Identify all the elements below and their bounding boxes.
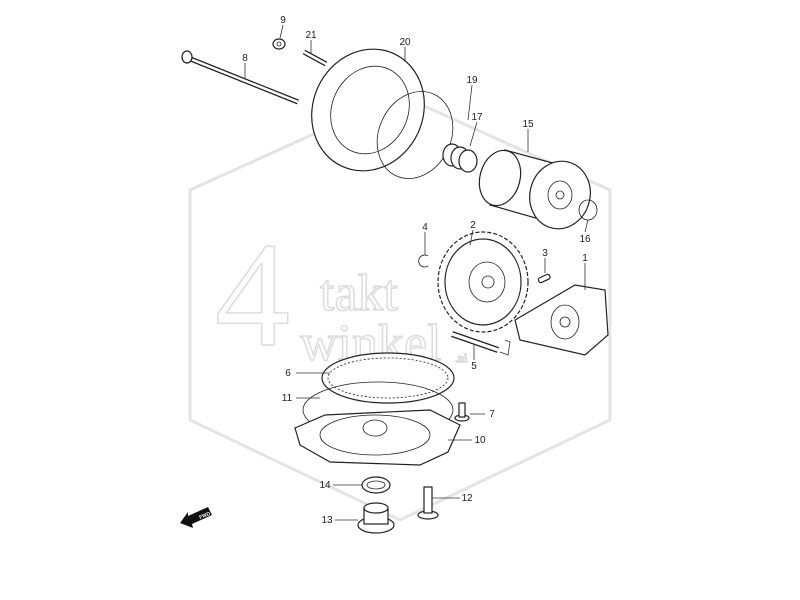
callout-4: 4	[422, 222, 428, 233]
part-2-gear[interactable]	[437, 231, 529, 333]
callout-5: 5	[471, 361, 477, 372]
callout-7: 7	[489, 409, 495, 420]
callout-16: 16	[579, 234, 591, 245]
callout-8: 8	[242, 53, 248, 64]
part-5-bolt[interactable]	[451, 331, 511, 356]
callout-10: 10	[474, 435, 486, 446]
watermark-takt: takt	[320, 265, 399, 322]
callout-3: 3	[542, 248, 548, 259]
callout-1: 1	[582, 253, 588, 264]
part-13-drain-plug[interactable]	[357, 502, 395, 534]
callout-12: 12	[461, 493, 473, 504]
part-17-spring[interactable]	[442, 143, 478, 173]
leader-lines	[244, 24, 589, 521]
part-20-cover[interactable]	[292, 31, 444, 190]
part-3-pin[interactable]	[537, 273, 551, 284]
part-8-bolt[interactable]	[181, 50, 299, 105]
part-7-screw[interactable]	[454, 402, 470, 422]
callout-19: 19	[466, 75, 478, 86]
part-6-strainer-screen[interactable]	[321, 352, 455, 404]
part-15-oil-filter[interactable]	[473, 146, 597, 236]
part-4-clip[interactable]	[418, 254, 429, 268]
callout-labels: 9 21 20 8 19 17 15 16 4 2 3 1 5 6 11 7 1…	[242, 15, 591, 526]
callout-2: 2	[470, 220, 476, 231]
part-10-sump-cover[interactable]	[294, 409, 461, 466]
callout-14: 14	[319, 480, 331, 491]
part-1-pump-body[interactable]	[514, 284, 609, 356]
watermark-4: 4	[215, 212, 290, 378]
watermark-suffix: .nl	[455, 351, 468, 365]
part-9-nut[interactable]	[272, 38, 286, 50]
callout-17: 17	[471, 112, 483, 123]
callout-21: 21	[305, 30, 317, 41]
callout-6: 6	[285, 368, 291, 379]
callout-13: 13	[321, 515, 333, 526]
fwd-arrow: FWD	[180, 507, 212, 528]
callout-11: 11	[282, 393, 293, 404]
callout-20: 20	[399, 37, 411, 48]
callout-15: 15	[522, 119, 534, 130]
part-21-stud[interactable]	[302, 49, 328, 67]
part-14-washer[interactable]	[361, 476, 391, 494]
fwd-label: FWD	[199, 511, 212, 521]
part-12-bolt[interactable]	[417, 486, 439, 520]
callout-9: 9	[280, 15, 286, 26]
